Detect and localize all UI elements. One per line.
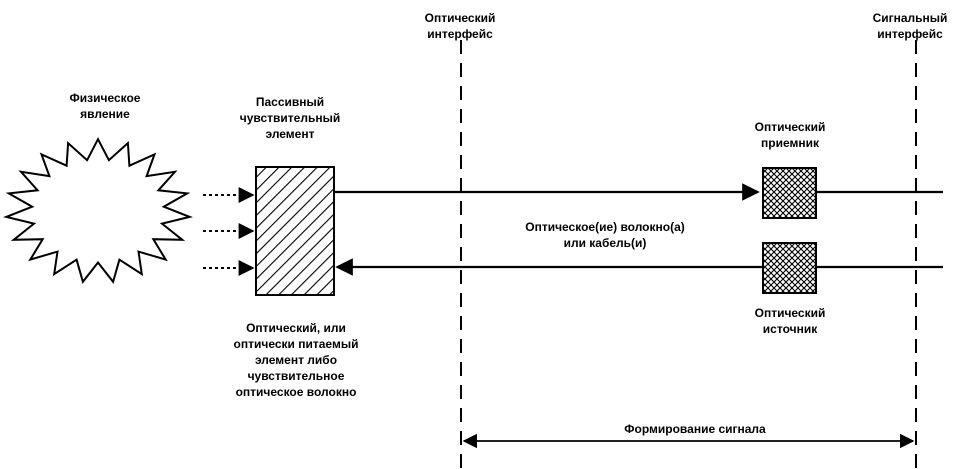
optical-source-label: Оптический источник (754, 306, 826, 336)
optical-interface-label: Оптический интерфейс (424, 11, 496, 41)
phenomenon-label: Физическое явление (69, 91, 141, 121)
element-description-label: Оптический, или оптически питаемый элеме… (233, 321, 359, 399)
influence-arrows (203, 187, 255, 276)
passive-element-label: Пассивный чувствительный элемент (239, 95, 341, 141)
optical-source (762, 242, 817, 294)
optical-receiver (762, 167, 817, 219)
fiber-cable-label: Оптическое(ие) волокно(а) или кабель(и) (525, 220, 685, 250)
physical-phenomenon-burst (2, 137, 194, 284)
optical-receiver-label: Оптический приемник (754, 120, 826, 150)
signal-formation-label: Формирование сигнала (624, 422, 766, 436)
passive-sensing-element (255, 166, 335, 296)
signal-interface-label: Сигнальный интерфейс (872, 11, 948, 41)
